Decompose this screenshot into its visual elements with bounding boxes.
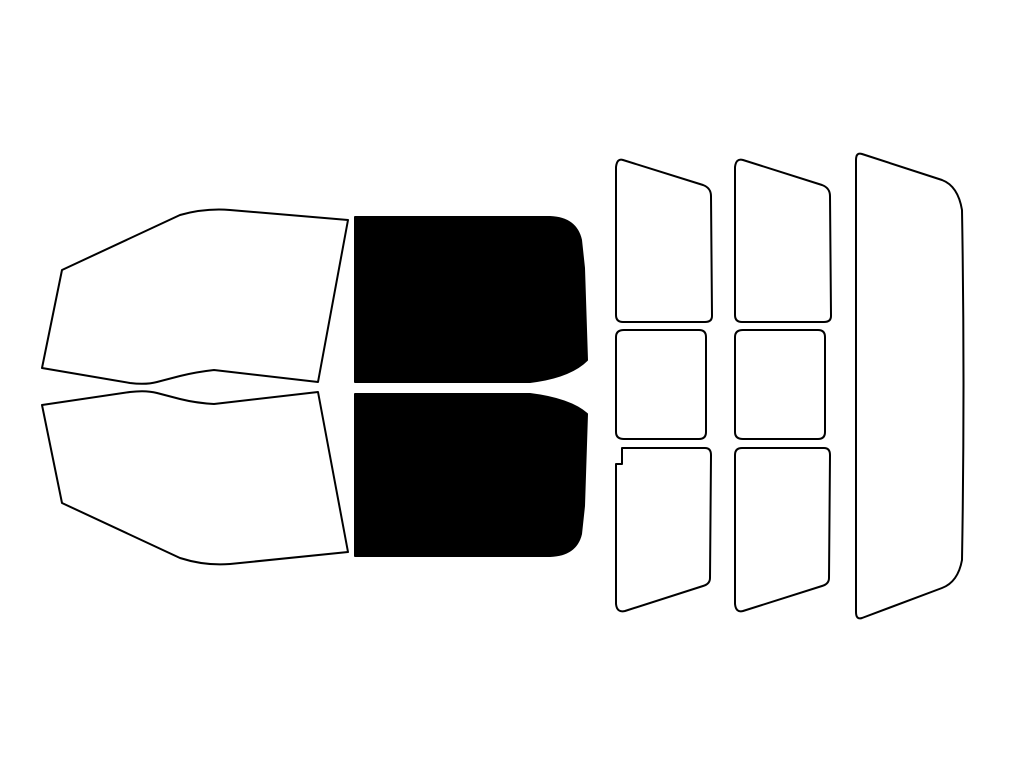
rear-door-window-lower-right[interactable] [734, 447, 831, 613]
windshield-top-half[interactable] [41, 208, 349, 385]
windshield-bottom-half[interactable] [41, 390, 349, 566]
back-windshield[interactable] [855, 152, 965, 620]
rear-quarter-window-right[interactable] [734, 329, 826, 440]
rear-door-window-upper-right[interactable] [734, 158, 832, 323]
rear-quarter-window-left[interactable] [615, 329, 707, 440]
front-door-window-driver[interactable] [354, 216, 588, 383]
front-door-window-passenger[interactable] [354, 393, 588, 557]
rear-door-window-upper-left[interactable] [615, 158, 713, 323]
rear-door-window-lower-left[interactable] [615, 447, 712, 613]
